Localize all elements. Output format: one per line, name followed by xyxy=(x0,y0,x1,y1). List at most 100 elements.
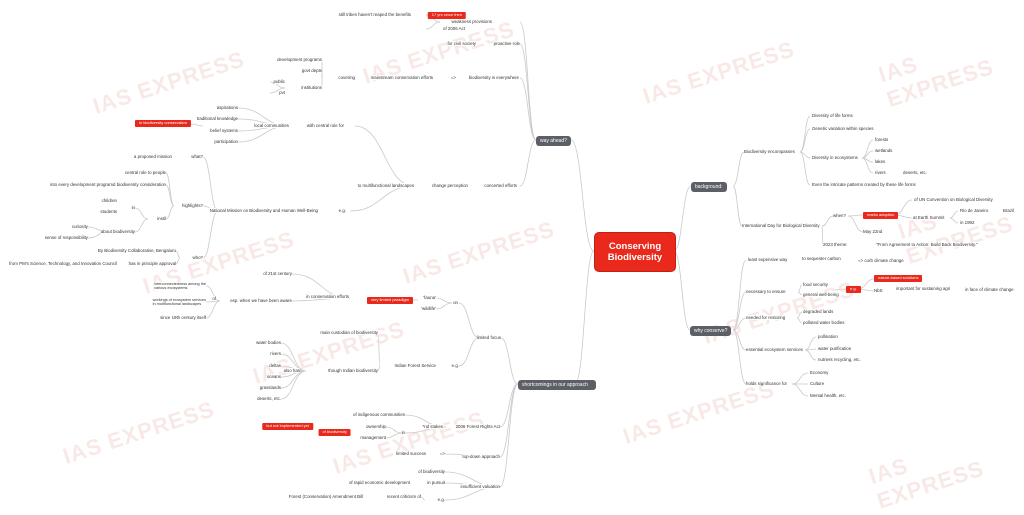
node-aspirations[interactable]: aspirations xyxy=(216,105,238,110)
node-degraded[interactable]: degraded lands xyxy=(803,309,834,314)
node-pollination[interactable]: pollination xyxy=(818,334,838,339)
node-eg-why[interactable]: e.g. xyxy=(846,286,861,293)
node-ifs[interactable]: Indian Forest Service xyxy=(394,363,436,368)
node-curb[interactable]: => curb climate change xyxy=(858,258,904,263)
node-in-pursuit[interactable]: in pursuit xyxy=(427,480,445,485)
node-nbs[interactable]: NbS xyxy=(874,288,883,293)
node-fra[interactable]: 2006 Forest Rights Act xyxy=(455,424,500,429)
node-management[interactable]: management xyxy=(360,435,386,440)
node-institutions[interactable]: institutions xyxy=(301,85,322,90)
node-pvt[interactable]: pvt xyxy=(279,90,285,95)
node-sequester[interactable]: to sequester carbon xyxy=(802,256,841,261)
node-of-21[interactable]: of 21st century xyxy=(263,271,292,276)
node-but-not[interactable]: but not implemented yet xyxy=(262,423,313,430)
node-govt-depts[interactable]: govt depts xyxy=(301,68,322,73)
node-on[interactable]: on xyxy=(453,300,458,305)
node-essential[interactable]: essential ecosystem services xyxy=(746,347,803,352)
node-public[interactable]: public xyxy=(273,79,285,84)
node-intl-day[interactable]: International Day for Biological Diversi… xyxy=(742,223,820,228)
node-when[interactable]: when? xyxy=(833,213,846,218)
node-wildlife[interactable]: 'wildlife' xyxy=(421,306,436,311)
node-wetlands[interactable]: wetlands xyxy=(875,148,893,153)
node-main-custodian[interactable]: main custodian of biodiversity xyxy=(320,330,378,335)
node-diversity-life[interactable]: Diversity of life forms xyxy=(812,113,853,118)
node-arrow-way[interactable]: => xyxy=(450,75,456,80)
node-food[interactable]: food security xyxy=(803,282,828,287)
node-fauna[interactable]: 'fauna' xyxy=(423,295,436,300)
node-nature-based[interactable]: nature-based solutions xyxy=(874,275,923,282)
node-very-limited[interactable]: very limited paradigm xyxy=(366,297,413,304)
node-civil[interactable]: for civil society xyxy=(447,41,476,46)
node-belief[interactable]: belief systems xyxy=(210,128,238,133)
node-rivers[interactable]: rivers xyxy=(875,170,886,175)
node-theme[interactable]: "From Agreement to Action: Build Back Bi… xyxy=(876,242,978,247)
node-deserts-s[interactable]: deserts, etc. xyxy=(257,396,281,401)
node-oceans[interactable]: oceans xyxy=(266,374,281,379)
node-17-yrs[interactable]: 17 yrs since then xyxy=(427,12,466,19)
node-earth-summit[interactable]: at Earth Summit xyxy=(913,215,945,220)
topic-shortcomings[interactable]: shortcomings in our approach xyxy=(518,380,596,390)
node-mainstream[interactable]: mainstream conservation efforts xyxy=(370,75,433,80)
node-of-un[interactable]: of UN Convention on Biological Diversity xyxy=(914,197,993,202)
node-ecosystems[interactable]: Diversity in ecosystems xyxy=(812,155,858,160)
node-lakes[interactable]: lakes xyxy=(875,159,886,164)
node-children[interactable]: children xyxy=(101,198,117,203)
node-esp[interactable]: esp. when we have been aware xyxy=(230,298,292,303)
central-topic[interactable]: Conserving Biodiversity xyxy=(594,232,676,272)
node-into-dev[interactable]: into every development program xyxy=(50,182,113,187)
node-limited-focus[interactable]: limited focus xyxy=(476,335,501,340)
node-of-rapid[interactable]: of rapid economic development xyxy=(348,480,410,485)
node-about-bio[interactable]: about biodiversity xyxy=(100,229,135,234)
node-responsibility[interactable]: sense of responsibility xyxy=(44,235,88,240)
node-in-way[interactable]: in xyxy=(131,205,135,210)
node-culture[interactable]: Culture xyxy=(810,381,825,386)
node-grasslands[interactable]: grasslands xyxy=(259,385,281,390)
node-eg-way[interactable]: e.g. xyxy=(338,208,346,213)
node-to-stakes[interactable]: *nd stakes xyxy=(422,424,443,429)
node-of-bio[interactable]: of biodiversity xyxy=(418,469,445,474)
node-since-19[interactable]: since 19th century itself xyxy=(160,315,206,320)
node-mission[interactable]: National Mission on Biodiversity and Hum… xyxy=(209,208,318,213)
node-polluted[interactable]: polluted water bodies xyxy=(803,320,845,325)
node-central-role[interactable]: with central role for xyxy=(306,123,344,128)
node-instil[interactable]: instil xyxy=(157,216,166,221)
topic-way-ahead[interactable]: way ahead? xyxy=(536,136,571,146)
node-collaborative[interactable]: By Biodiversity Collaborative, Bengaluru xyxy=(97,248,176,253)
node-recent-criticism[interactable]: recent criticism of xyxy=(386,494,421,499)
node-necessary[interactable]: necessary to ensure xyxy=(746,289,786,294)
node-proactive[interactable]: proactive role xyxy=(493,41,520,46)
node-traditional[interactable]: traditional knowledge xyxy=(196,116,238,121)
node-mental[interactable]: Mental health, etc. xyxy=(810,393,846,398)
node-marks-adoption[interactable]: marks adoption xyxy=(863,212,899,219)
node-in-short[interactable]: in xyxy=(401,430,405,435)
node-genetic[interactable]: Genetic variation within species xyxy=(812,126,874,131)
node-deltas[interactable]: deltas xyxy=(269,363,281,368)
node-patterns[interactable]: Even the intricate patterns created by t… xyxy=(812,182,916,187)
node-covering[interactable]: covering xyxy=(338,75,355,80)
node-eg-short[interactable]: e.g. xyxy=(451,363,459,368)
node-participation[interactable]: participation xyxy=(214,139,238,144)
node-nutrient[interactable]: nutrient recycling, etc. xyxy=(818,357,861,362)
node-arrow-short[interactable]: => xyxy=(439,451,445,456)
topic-background[interactable]: background: xyxy=(691,182,727,192)
node-everywhere[interactable]: biodiversity is everywhere xyxy=(468,75,519,80)
node-local-communities[interactable]: local communities xyxy=(254,123,289,128)
node-change-perception[interactable]: change perception xyxy=(431,183,468,188)
node-important-agri[interactable]: important for sustaining agri xyxy=(896,286,951,291)
node-also-has[interactable]: also has xyxy=(283,368,300,373)
node-of-2006-act[interactable]: of 2006 Act xyxy=(443,26,465,31)
node-top-down[interactable]: top-down approach xyxy=(462,454,500,459)
node-forests[interactable]: forests xyxy=(875,137,889,142)
node-proposed[interactable]: a proposed mission xyxy=(133,154,172,159)
node-still-tribes[interactable]: still tribes haven't reaped the benefits xyxy=(338,12,411,17)
node-insufficient[interactable]: insufficient valuation xyxy=(460,484,500,489)
node-encompasses[interactable]: Biodiversity encompasses xyxy=(744,149,795,154)
node-multifunctional[interactable]: to multifunctional landscapes xyxy=(357,183,414,188)
node-wellbeing[interactable]: general well-being xyxy=(803,292,839,297)
node-rio[interactable]: Rio de Janeiro xyxy=(960,208,989,213)
node-face-climate[interactable]: in face of climate change xyxy=(965,287,1014,292)
node-highlights[interactable]: highlights? xyxy=(182,203,203,208)
node-in-conservation[interactable]: in conservation efforts xyxy=(306,294,349,299)
node-who[interactable]: who? xyxy=(192,255,203,260)
node-embed[interactable]: embed biodiversity consideration xyxy=(102,182,166,187)
